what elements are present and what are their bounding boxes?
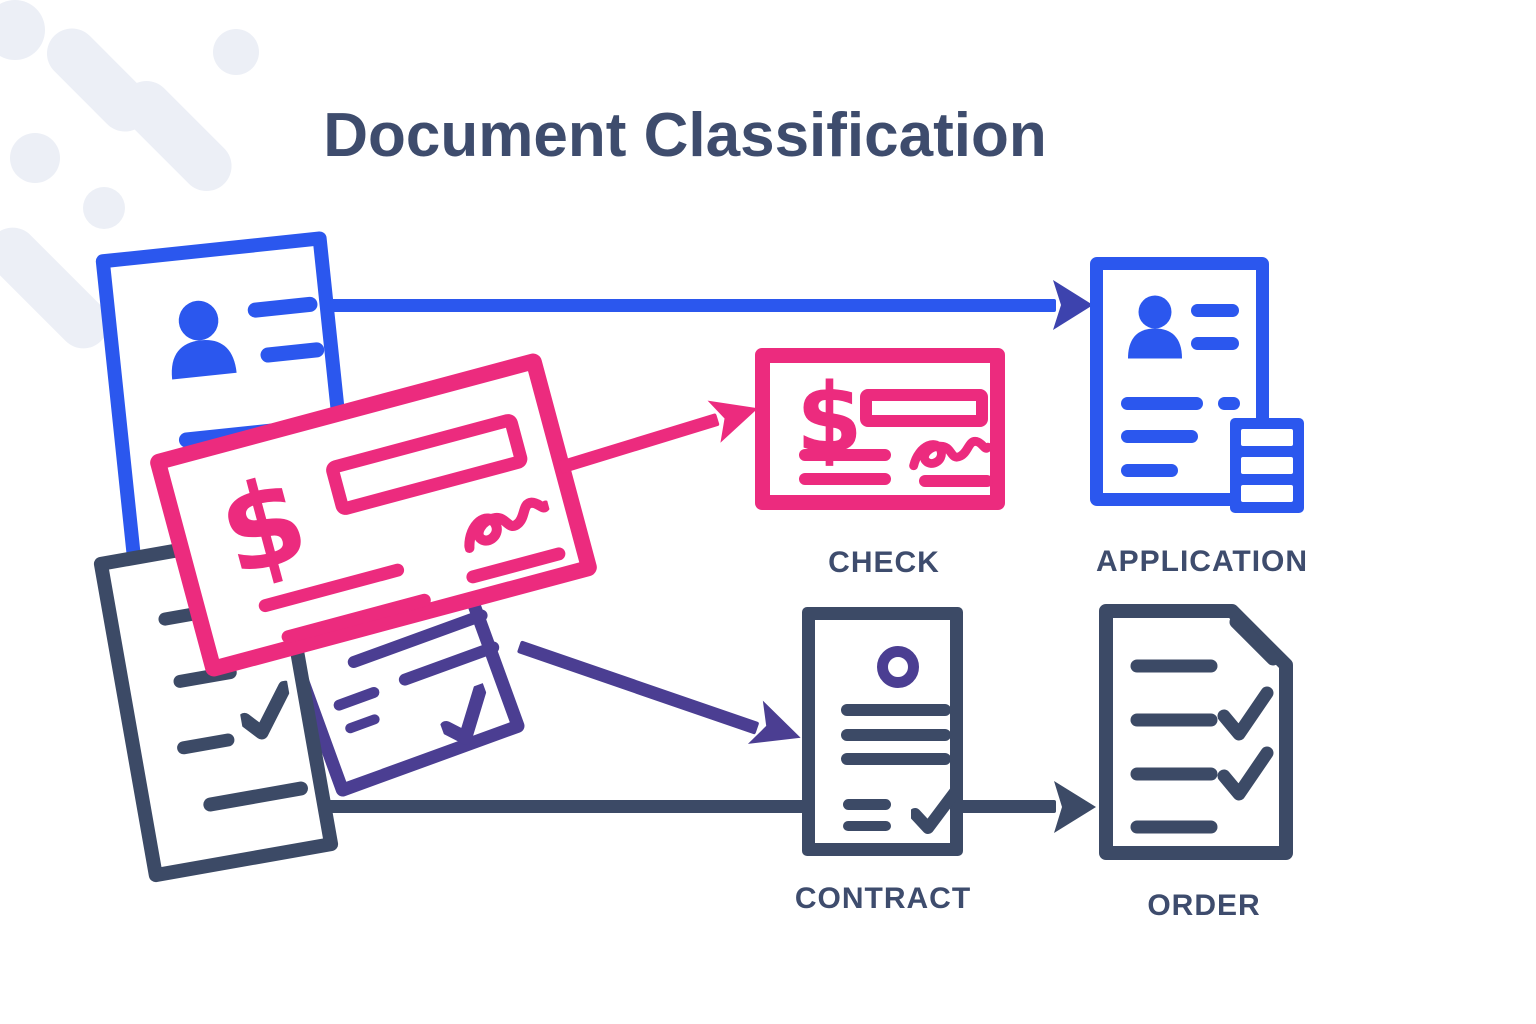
text-line	[843, 799, 891, 810]
deco-capsule	[111, 70, 242, 202]
arrow-shaft	[558, 413, 720, 474]
text-line	[343, 712, 382, 735]
person-icon	[1128, 295, 1182, 359]
text-line	[1121, 464, 1178, 477]
table-row	[1241, 457, 1293, 474]
text-line	[202, 780, 310, 813]
seal-ring-icon	[877, 646, 919, 688]
classified-check-document: $	[755, 348, 1005, 510]
text-line	[1121, 430, 1198, 443]
order-label: ORDER	[1147, 889, 1261, 922]
text-line	[843, 821, 891, 831]
text-line	[1191, 304, 1239, 317]
source-order-document	[92, 524, 340, 884]
text-line	[799, 473, 891, 485]
dollar-sign: $	[205, 448, 321, 604]
table-row	[1241, 429, 1293, 446]
arrow-head-icon	[707, 400, 758, 443]
source-check-document: $	[148, 351, 599, 679]
source-application-document	[95, 230, 361, 589]
classified-contract-document	[802, 607, 963, 856]
text-line	[1218, 397, 1240, 410]
deco-circle	[213, 29, 259, 75]
page-title: Document Classification	[323, 101, 1047, 170]
text-line	[332, 685, 381, 713]
text-line	[176, 732, 236, 756]
checkmark-icon	[911, 788, 959, 834]
text-line	[1121, 397, 1203, 410]
text-line	[841, 729, 951, 741]
table-icon	[1230, 418, 1304, 513]
arrow-shaft	[516, 640, 760, 735]
text-line	[1191, 337, 1239, 350]
signature-icon	[909, 437, 991, 471]
classified-application-document	[1090, 257, 1269, 506]
text-line	[841, 704, 951, 716]
arrow-head-icon	[1053, 280, 1093, 330]
deco-circle	[0, 0, 45, 60]
checkmark-icon	[439, 683, 487, 745]
person-icon	[171, 300, 237, 380]
text-line	[259, 341, 325, 364]
source-contract-document	[273, 551, 527, 799]
classified-order-document	[1099, 604, 1293, 860]
fold-corner-icon	[1229, 615, 1280, 666]
table-row	[1241, 485, 1293, 502]
arrow-head-icon	[1054, 781, 1096, 833]
checkmark-icon	[237, 680, 292, 740]
signature-icon	[464, 497, 551, 554]
arrow-head-icon	[747, 700, 801, 744]
amount-box	[860, 389, 988, 427]
text-line	[841, 753, 951, 765]
deco-circle	[10, 133, 60, 183]
text-line	[799, 449, 891, 461]
signature-underline	[919, 475, 993, 487]
arrow-shaft	[330, 299, 1056, 312]
text-line	[247, 296, 319, 319]
application-label: APPLICATION	[1095, 545, 1309, 578]
contract-label: CONTRACT	[794, 882, 972, 915]
deco-circle	[83, 187, 125, 229]
check-label: CHECK	[828, 546, 940, 579]
